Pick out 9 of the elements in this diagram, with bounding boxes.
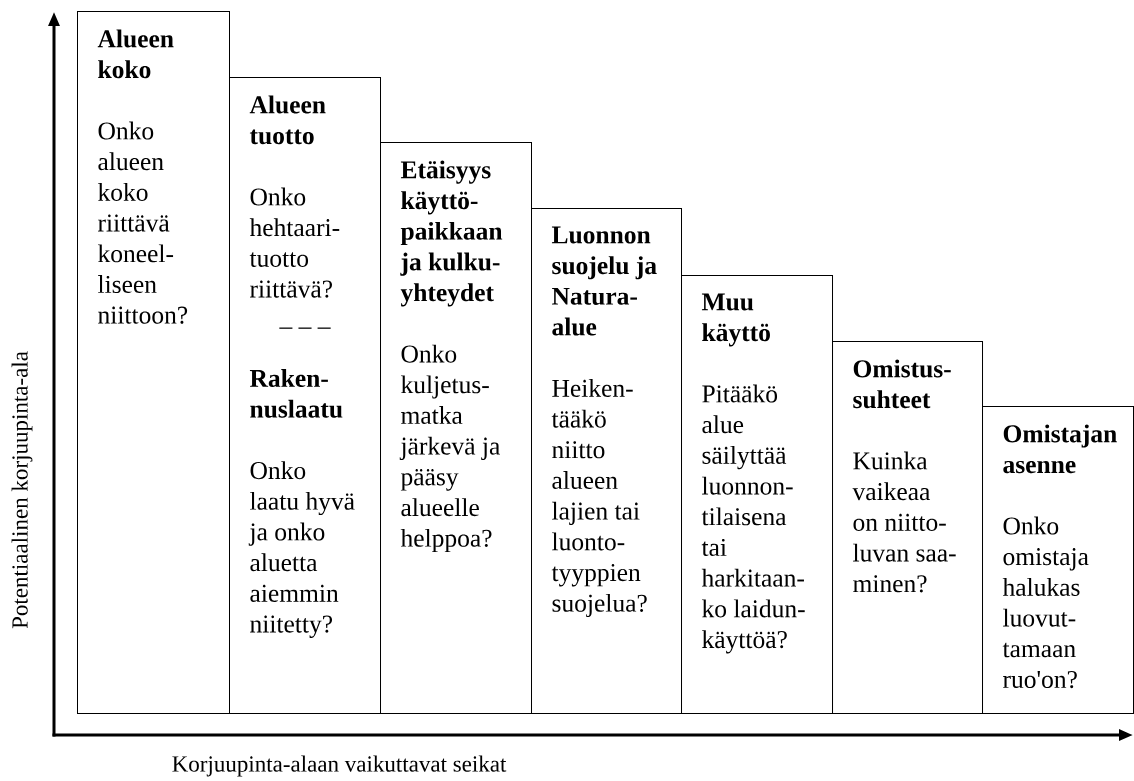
step-box: Omistus- suhteet Kuinka vaikeaa on niitto- luvan saa- minen? — [832, 341, 983, 714]
step-box: Omistajan asenne Onko omistaja halukas luovut- tamaan ruo'on? — [982, 406, 1134, 714]
step-box: Alueen tuotto Onko hehtaari- tuotto riittävä? – – – Raken- nuslaatu Onko laatu hyvä ja onko aluetta aiemmin niitetty? — [229, 77, 381, 714]
axis-label: Potentiaalinen korjuupinta-ala — [11, 351, 33, 629]
step-box: Luonnon suojelu ja Natura- alue Heiken- tääkö niitto alueen lajien tai luonto- tyyppien suojelua? — [531, 208, 682, 714]
step-box: Muu käyttö Pitääkö alue säilyttää luonnon- tilaisena tai harkitaan- ko laidun- käyttöä? — [681, 275, 833, 714]
step-box: Alueen koko Onko alueen koko riittävä koneel- liseen niittoon? — [77, 11, 230, 714]
axis-label: Korjuupinta-alaan vaikuttavat seikat — [172, 755, 507, 777]
step-box: Etäisyys käyttö- paikkaan ja kulku- yhteydet Onko kuljetus- matka järkevä ja pääsy alueelle helppoa? — [380, 142, 532, 714]
